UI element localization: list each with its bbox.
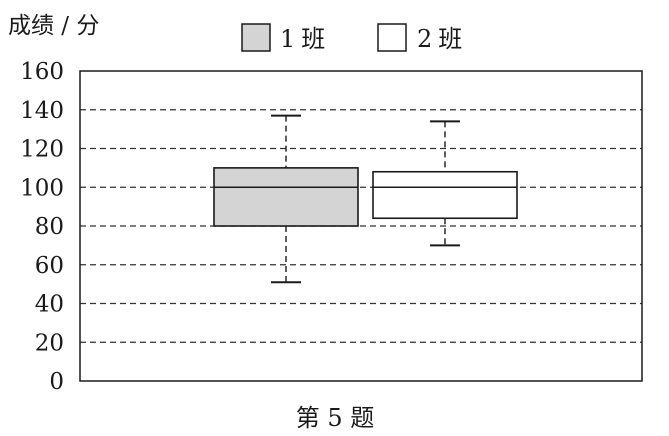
box-class-2 <box>372 120 518 247</box>
legend-swatch-class-1 <box>241 23 271 52</box>
legend-swatch-class-2 <box>377 23 407 52</box>
box-class-1 <box>213 114 359 284</box>
iqr-box <box>372 170 518 220</box>
y-tick-label: 140 <box>20 98 64 124</box>
y-tick-label: 20 <box>35 330 64 356</box>
y-tick-label: 60 <box>35 253 64 279</box>
boxes <box>213 114 518 284</box>
y-tick-label: 80 <box>35 214 64 240</box>
iqr-box <box>213 167 359 227</box>
y-tick-label: 100 <box>20 175 64 201</box>
y-tick-label: 40 <box>35 292 64 318</box>
y-tick-label: 160 <box>20 59 64 85</box>
plot-area-frame <box>79 70 643 382</box>
gridlines <box>80 109 642 343</box>
y-tick-label: 120 <box>20 137 64 163</box>
y-axis-ticks: 0 20 40 60 80 100 120 140 160 <box>20 59 64 395</box>
y-tick-label: 0 <box>49 369 64 395</box>
y-axis-label: 成绩 / 分 <box>8 13 99 39</box>
x-axis-label: 第 5 题 <box>296 404 375 432</box>
